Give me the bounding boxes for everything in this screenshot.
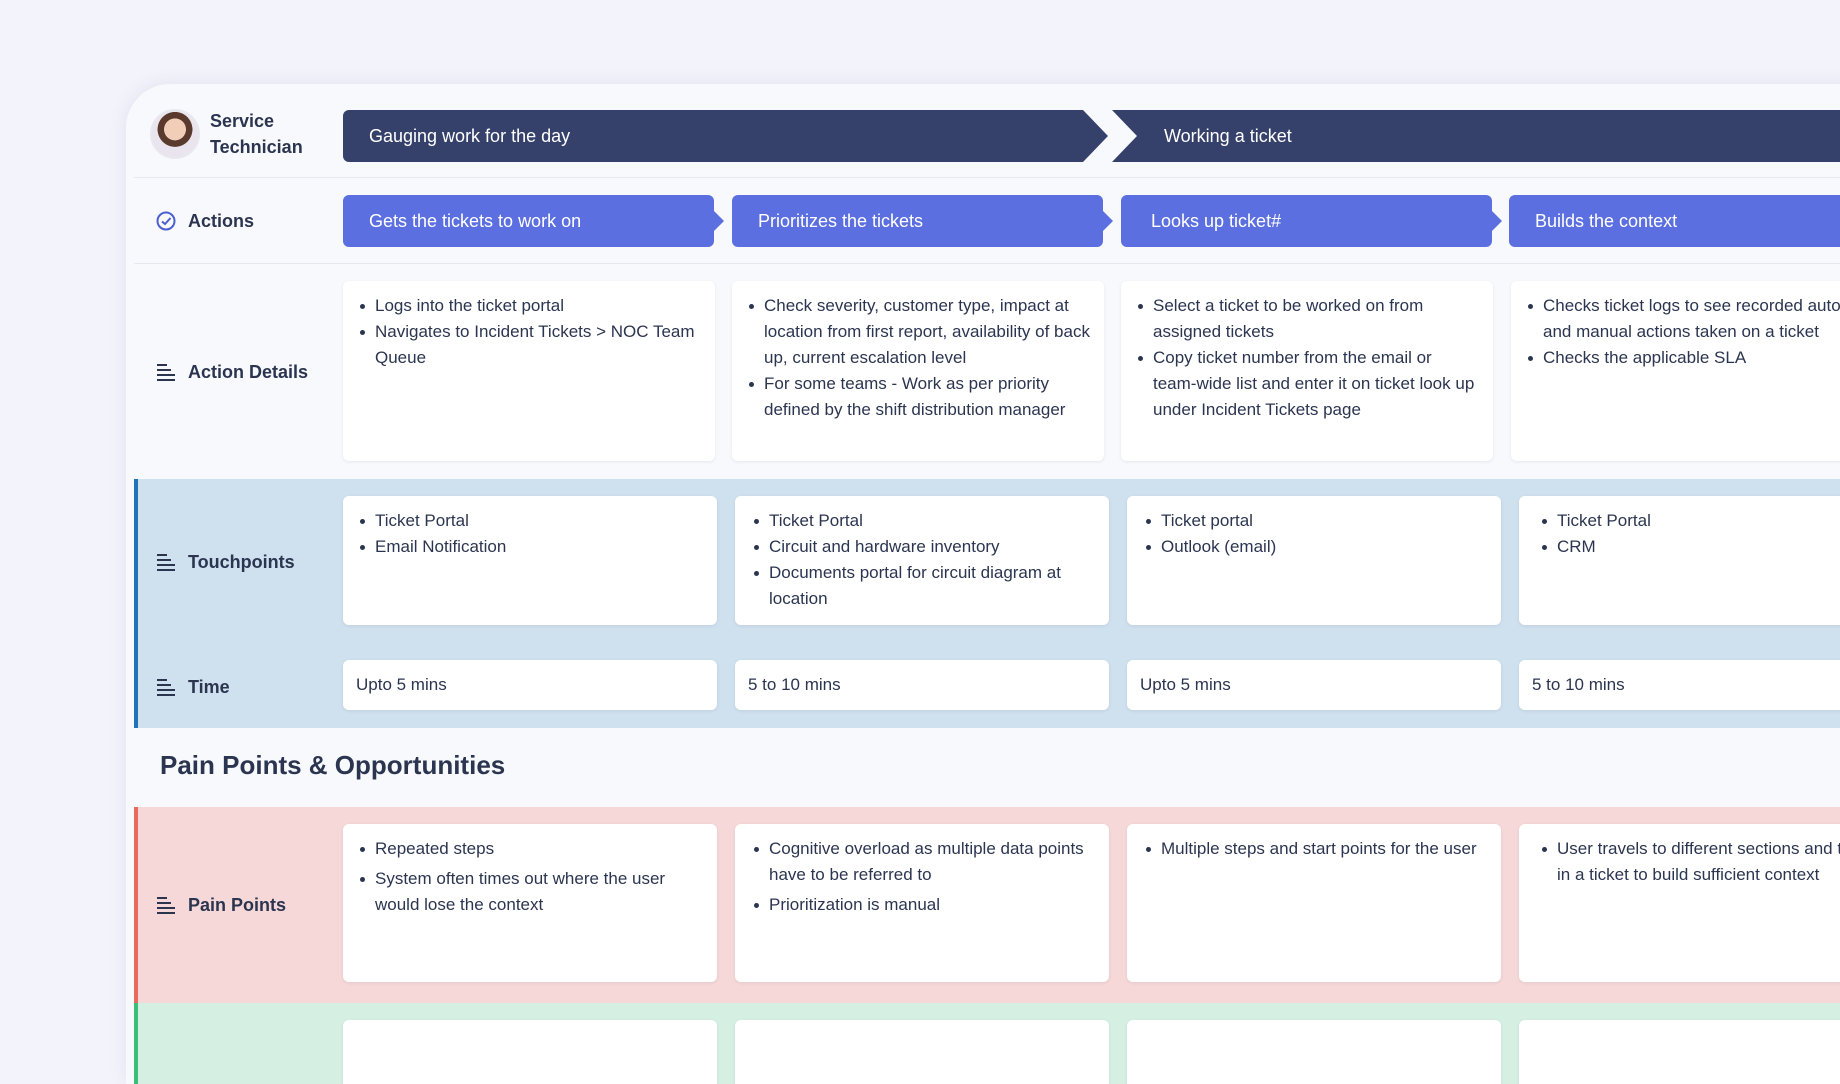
time-value: 5 to 10 mins xyxy=(1519,660,1840,710)
divider xyxy=(134,263,1840,264)
list-item: Cognitive overload as multiple data poin… xyxy=(749,836,1093,888)
touchpoints-card: Ticket Portal CRM xyxy=(1519,496,1840,625)
action-details-card: Check severity, customer type, impact at… xyxy=(732,281,1104,461)
list-item: Ticket portal xyxy=(1141,508,1485,534)
list-item: System often times out where the user wo… xyxy=(355,866,705,918)
stage-gauging-work[interactable]: Gauging work for the day xyxy=(343,110,1108,162)
check-circle-icon xyxy=(156,211,176,231)
time-value: 5 to 10 mins xyxy=(735,660,1109,710)
opportunity-card xyxy=(735,1020,1109,1084)
list-item: Multiple steps and start points for the … xyxy=(1141,836,1485,862)
time-value: Upto 5 mins xyxy=(343,660,717,710)
action-details-card: Select a ticket to be worked on from ass… xyxy=(1121,281,1493,461)
text-lines-icon xyxy=(156,362,176,382)
pain-points-card: User travels to different sections and t… xyxy=(1519,824,1840,982)
persona-name: Service Technician xyxy=(210,111,303,157)
row-label-time: Time xyxy=(156,674,230,700)
action-builds-context[interactable]: Builds the context xyxy=(1509,195,1840,247)
action-looks-up-ticket[interactable]: Looks up ticket# xyxy=(1121,195,1502,247)
text-lines-icon xyxy=(156,677,176,697)
time-value: Upto 5 mins xyxy=(1127,660,1501,710)
touchpoints-card: Ticket Portal Email Notification xyxy=(343,496,717,625)
section-title: Pain Points & Opportunities xyxy=(160,750,506,780)
list-item: Checks ticket logs to see recorded autom… xyxy=(1523,293,1840,345)
list-item: Check severity, customer type, impact at… xyxy=(744,293,1092,371)
list-item: Documents portal for circuit diagram at … xyxy=(749,560,1097,612)
list-item: User travels to different sections and t… xyxy=(1537,836,1840,888)
opportunity-card xyxy=(343,1020,717,1084)
pain-points-card: Multiple steps and start points for the … xyxy=(1127,824,1501,982)
action-gets-tickets[interactable]: Gets the tickets to work on xyxy=(343,195,724,247)
action-details-card: Checks ticket logs to see recorded autom… xyxy=(1511,281,1840,461)
list-item: Prioritization is manual xyxy=(749,892,1093,918)
opportunity-card xyxy=(1519,1020,1840,1084)
list-item: Circuit and hardware inventory xyxy=(749,534,1097,560)
action-prioritizes[interactable]: Prioritizes the tickets xyxy=(732,195,1113,247)
text-lines-icon xyxy=(156,552,176,572)
stage-working-ticket[interactable]: Working a ticket xyxy=(1112,110,1840,162)
row-label-pain-points: Pain Points xyxy=(156,892,286,918)
text-lines-icon xyxy=(156,895,176,915)
list-item: Ticket Portal xyxy=(1537,508,1840,534)
list-item: Select a ticket to be worked on from ass… xyxy=(1133,293,1477,345)
list-item: Repeated steps xyxy=(355,836,705,862)
opportunity-card xyxy=(1127,1020,1501,1084)
list-item: CRM xyxy=(1537,534,1840,560)
list-item: Email Notification xyxy=(355,534,701,560)
divider xyxy=(134,177,1840,178)
list-item: Ticket Portal xyxy=(355,508,701,534)
row-label-actions: Actions xyxy=(156,208,254,234)
pain-points-card: Cognitive overload as multiple data poin… xyxy=(735,824,1109,982)
list-item: Navigates to Incident Tickets > NOC Team… xyxy=(355,319,699,371)
list-item: Copy ticket number from the email or tea… xyxy=(1133,345,1477,423)
list-item: For some teams - Work as per priority de… xyxy=(744,371,1092,423)
list-item: Outlook (email) xyxy=(1141,534,1485,560)
touchpoints-card: Ticket Portal Circuit and hardware inven… xyxy=(735,496,1109,625)
list-item: Ticket Portal xyxy=(749,508,1097,534)
row-label-action-details: Action Details xyxy=(156,359,308,385)
avatar xyxy=(150,109,200,159)
list-item: Logs into the ticket portal xyxy=(355,293,699,319)
persona: Service Technician xyxy=(150,108,303,160)
list-item: Checks the applicable SLA xyxy=(1523,345,1840,371)
row-label-touchpoints: Touchpoints xyxy=(156,549,295,575)
touchpoints-card: Ticket portal Outlook (email) xyxy=(1127,496,1501,625)
journey-map-card: Service Technician Gauging work for the … xyxy=(126,84,1840,1084)
pain-points-card: Repeated steps System often times out wh… xyxy=(343,824,717,982)
action-details-card: Logs into the ticket portal Navigates to… xyxy=(343,281,715,461)
